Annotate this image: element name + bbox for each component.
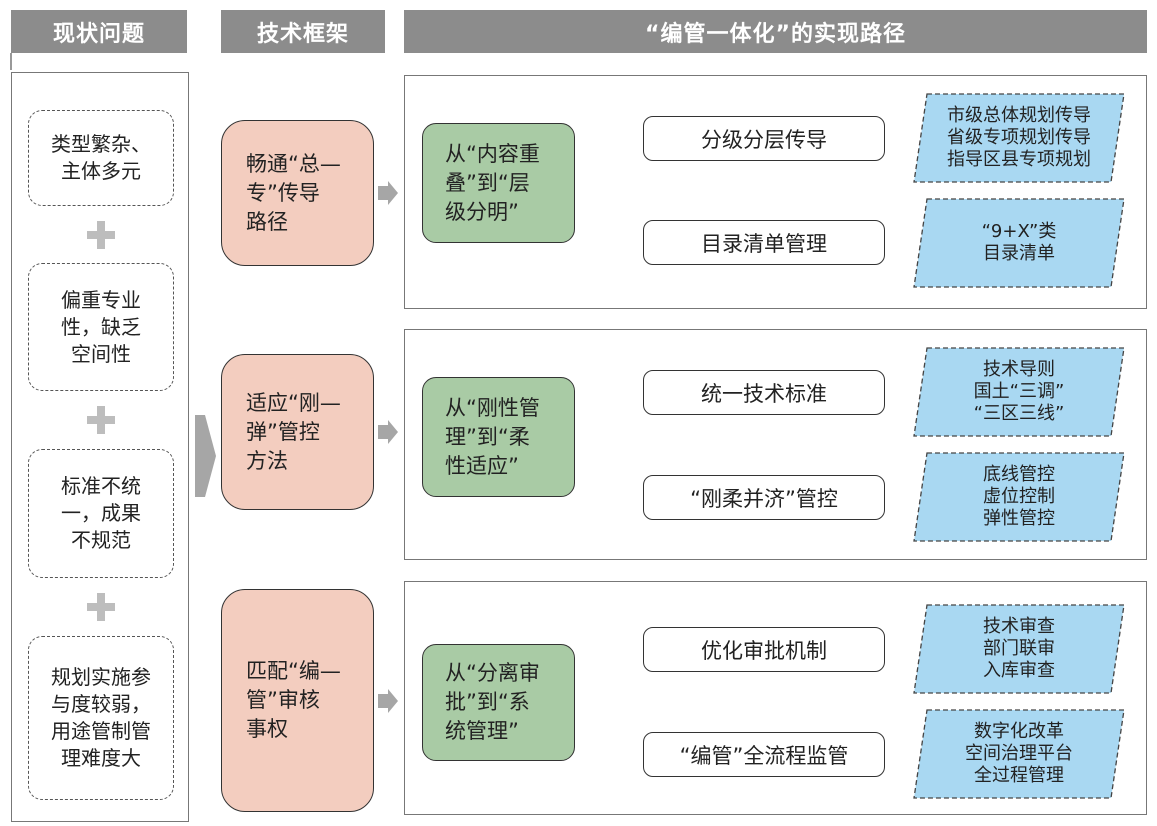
plus-icon: [87, 221, 115, 249]
big-arrow-icon: [195, 415, 216, 497]
measure-box: “刚柔并济”管控: [643, 475, 885, 520]
parallelogram-shape: [913, 198, 1125, 288]
goal-box: 从“刚性管 理”到“柔 性适应”: [422, 377, 575, 497]
issue-box: 类型繁杂、 主体多元: [28, 110, 174, 206]
result-text: 底线管控 虚位控制 弹性管控: [983, 464, 1055, 529]
result-box: 底线管控 虚位控制 弹性管控: [913, 452, 1125, 542]
result-box: 技术审查 部门联审 入库审查: [913, 604, 1125, 694]
result-text: 技术审查 部门联审 入库审查: [983, 616, 1055, 681]
goal-box: 从“内容重 叠”到“层 级分明”: [422, 123, 575, 243]
measure-box: 目录清单管理: [643, 220, 885, 265]
measure-box: 分级分层传导: [643, 116, 885, 161]
framework-box: 适应“刚— 弹”管控 方法: [221, 354, 374, 510]
result-text: “9+X”类 目录清单: [981, 221, 1057, 264]
measure-box: 统一技术标准: [643, 370, 885, 415]
plus-icon: [87, 593, 115, 621]
parallelogram-shape: [913, 347, 1125, 437]
measure-box: 优化审批机制: [643, 627, 885, 672]
parallelogram-shape: [913, 93, 1125, 183]
chevron-right-icon: [378, 181, 398, 205]
header-framework: 技术框架: [221, 10, 385, 53]
result-box: 技术导则 国土“三调” “三区三线”: [913, 347, 1125, 437]
result-text: 市级总体规划传导 省级专项规划传导 指导区县专项规划: [947, 105, 1091, 170]
issue-box: 标准不统 一，成果 不规范: [28, 449, 174, 578]
goal-box: 从“分离审 批”到“系 统管理”: [422, 644, 575, 761]
result-box: 市级总体规划传导 省级专项规划传导 指导区县专项规划: [913, 93, 1125, 183]
measure-box: “编管”全流程监管: [643, 732, 885, 777]
issue-box: 规划实施参 与度较弱， 用途管制管 理难度大: [28, 636, 174, 800]
chevron-right-icon: [378, 420, 398, 444]
result-text: 技术导则 国土“三调” “三区三线”: [973, 359, 1065, 424]
header-current-issues: 现状问题: [11, 10, 187, 53]
framework-box: 匹配“编— 管”审核 事权: [221, 589, 374, 812]
parallelogram-shape: [913, 604, 1125, 694]
issue-box: 偏重专业 性，缺乏 空间性: [28, 263, 174, 391]
plus-icon: [87, 406, 115, 434]
header-path: “编管一体化”的实现路径: [404, 10, 1147, 53]
result-text: 数字化改革 空间治理平台 全过程管理: [965, 721, 1073, 786]
framework-box: 畅通“总— 专”传导 路径: [221, 120, 374, 266]
result-box: 数字化改革 空间治理平台 全过程管理: [913, 709, 1125, 799]
result-box: “9+X”类 目录清单: [913, 198, 1125, 288]
parallelogram-shape: [913, 709, 1125, 799]
chevron-right-icon: [378, 689, 398, 713]
parallelogram-shape: [913, 452, 1125, 542]
